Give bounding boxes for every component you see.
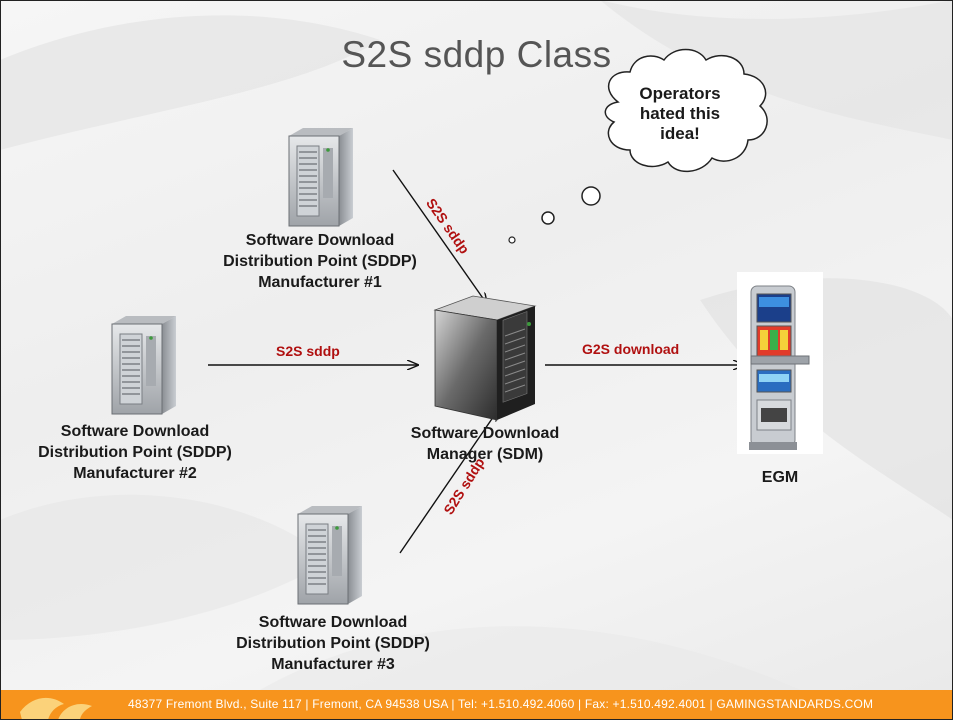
label-line: Distribution Point (SDDP) bbox=[236, 635, 430, 652]
sddp2-label: Software Download Distribution Point (SD… bbox=[15, 421, 255, 484]
sddp1-label: Software Download Distribution Point (SD… bbox=[200, 230, 440, 293]
egm-icon bbox=[737, 272, 823, 454]
label-line: Software Download bbox=[60, 423, 210, 440]
footer-contact-text: 48377 Fremont Blvd., Suite 117 | Fremont… bbox=[128, 697, 874, 711]
thought-line: hated this bbox=[639, 104, 721, 123]
server-icon-sddp3 bbox=[297, 506, 362, 605]
label-line: Manager (SDM) bbox=[426, 446, 544, 463]
sddp3-label: Software Download Distribution Point (SD… bbox=[213, 612, 453, 675]
egm-label: EGM bbox=[761, 469, 799, 486]
server-icon-sddp2 bbox=[111, 316, 176, 415]
label-line: Software Download bbox=[258, 614, 408, 631]
label-line: Distribution Point (SDDP) bbox=[223, 253, 417, 270]
label-line: Manufacturer #2 bbox=[73, 465, 197, 482]
slide-title: S2S sddp Class bbox=[341, 34, 612, 75]
arrow-sddp1-sdm bbox=[392, 169, 487, 304]
thought-line: idea! bbox=[660, 124, 700, 143]
server-icon-sddp1 bbox=[288, 128, 353, 227]
label-line: Manufacturer #3 bbox=[271, 656, 395, 673]
label-line: Software Download bbox=[410, 425, 560, 442]
server-icon-sdm bbox=[433, 295, 537, 421]
label-line: Distribution Point (SDDP) bbox=[38, 444, 232, 461]
footer-bar: 48377 Fremont Blvd., Suite 117 | Fremont… bbox=[0, 690, 953, 720]
label-line: Software Download bbox=[245, 232, 395, 249]
label-line: Manufacturer #1 bbox=[258, 274, 382, 291]
arrow-label-sdm-egm: G2S download bbox=[582, 341, 680, 357]
arrow-sddp3-sdm bbox=[399, 410, 498, 554]
logo-icon bbox=[20, 697, 92, 720]
sdm-label: Software Download Manager (SDM) bbox=[380, 423, 590, 465]
thought-bubble-text: Operators hated this idea! bbox=[620, 84, 740, 144]
thought-line: Operators bbox=[639, 84, 721, 103]
arrow-label-sddp2: S2S sddp bbox=[276, 343, 340, 359]
